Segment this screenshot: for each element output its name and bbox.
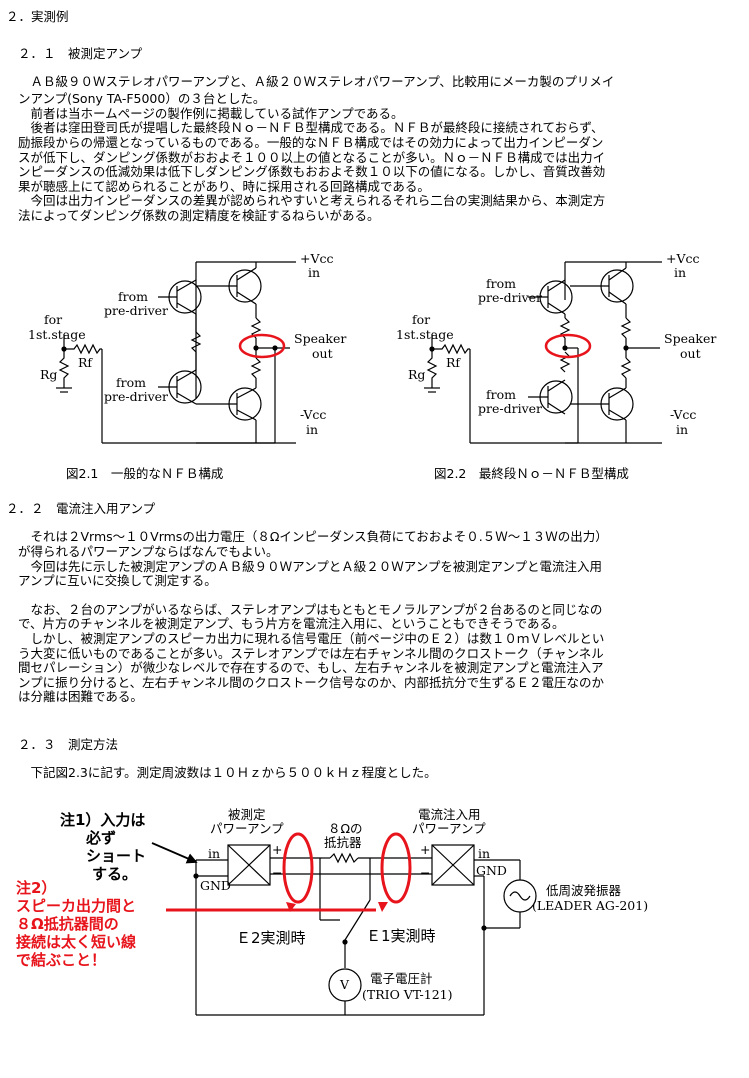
text-line: ＡＢ級９０Ｗステレオパワーアンプと、Ａ級２０Ｗステレオパワーアンプ、比較用にメー… bbox=[18, 74, 615, 89]
from-label: from bbox=[118, 289, 148, 304]
vcc-pos-in-label: in bbox=[674, 265, 687, 280]
input-label: in bbox=[208, 846, 221, 861]
e1-label: Ｅ1実測時 bbox=[366, 927, 436, 945]
vcc-pos-in-label: in bbox=[308, 265, 321, 280]
subsection-heading-2-2: ２．２ 電流注入用アンプ bbox=[6, 501, 156, 516]
gnd-label: GND bbox=[476, 863, 507, 878]
note-1-line: 注1）入力は bbox=[60, 811, 146, 829]
resistor-label: 抵抗器 bbox=[324, 835, 362, 850]
text-line: 果が聴感上にて認められることがあり、時に採用される回路構成である。 bbox=[18, 179, 430, 194]
note-1-line: 必ず bbox=[86, 829, 117, 847]
figure-2-1-circuit bbox=[56, 261, 296, 444]
text-line: 間セパレーション）が微少なレベルで存在するので、もし、左右チャンネルを被測定アン… bbox=[18, 660, 604, 675]
pre-driver-label: pre-driver bbox=[478, 290, 543, 305]
highlight-ellipse bbox=[544, 333, 592, 359]
vcc-neg-label: -Vcc bbox=[670, 407, 697, 422]
for-label: for bbox=[44, 312, 63, 327]
minus-label: − bbox=[272, 865, 283, 880]
highlight-ellipse bbox=[282, 832, 314, 904]
text-line: しかし、被測定アンプのスピーカ出力に現れる信号電圧（前ページ中のＥ２）は数１０ｍ… bbox=[18, 631, 605, 646]
rf-label: Rf bbox=[446, 355, 461, 370]
note-1-line: ショート bbox=[86, 847, 147, 865]
gnd-label: GND bbox=[200, 878, 231, 893]
highlight-ellipse bbox=[238, 333, 286, 359]
note-2-line: 注2） bbox=[16, 879, 57, 897]
from-label: from bbox=[116, 375, 146, 390]
speaker-label: Speaker bbox=[664, 331, 717, 346]
plus-label: + bbox=[272, 842, 283, 857]
dut-label: パワーアンプ bbox=[210, 821, 284, 836]
injection-amp-label: 電流注入用 bbox=[418, 807, 481, 822]
out-label: out bbox=[312, 346, 333, 361]
stage-label: 1st.stage bbox=[28, 327, 86, 342]
text-line: アンプに互いに交換して測定する。 bbox=[18, 573, 217, 588]
pre-driver-label: pre-driver bbox=[104, 303, 169, 318]
pre-driver-label: pre-driver bbox=[104, 389, 169, 404]
vcc-neg-in-label: in bbox=[676, 422, 689, 437]
subsection-heading-2-3: ２．３ 測定方法 bbox=[18, 737, 119, 752]
vcc-neg-label: -Vcc bbox=[300, 407, 327, 422]
text-line: は分離は困難である。 bbox=[18, 689, 143, 704]
text-line: スが低下し、ダンピング係数がおおよそ１００以上の値となることが多い。Ｎｏ－ＮＦＢ… bbox=[18, 150, 606, 165]
oscillator-model: (LEADER AG-201) bbox=[532, 898, 649, 913]
paragraph-2-3: 下記図2.3に記す。測定周波数は１０Ｈｚから５００ｋＨｚ程度とした。 bbox=[18, 765, 437, 780]
rg-label: Rg bbox=[40, 367, 58, 382]
voltmeter-model: (TRIO VT-121) bbox=[362, 987, 453, 1002]
speaker-label: Speaker bbox=[294, 331, 347, 346]
pre-driver-label: pre-driver bbox=[478, 401, 543, 416]
section-heading: ２．実測例 bbox=[6, 9, 69, 24]
text-line: が得られるパワーアンプならばなんでもよい。 bbox=[18, 544, 279, 559]
from-label: from bbox=[486, 387, 516, 402]
vcc-pos-label: +Vcc bbox=[666, 251, 700, 266]
note-2-line: スピーカ出力間と bbox=[16, 897, 137, 915]
figure-2-2-circuit bbox=[424, 261, 662, 444]
note-2-line: で結ぶこと！ bbox=[16, 951, 107, 969]
text-line: ンプに振り分けると、左右チャンネル間のクロストーク信号なのか、内部抵抗分で生ずる… bbox=[18, 675, 605, 690]
stage-label: 1st.stage bbox=[396, 327, 454, 342]
text-line: う大変に低いものであることが多い。ステレオアンプでは左右チャンネル間のクロストー… bbox=[18, 646, 604, 661]
subsection-heading-2-1: ２．１ 被測定アンプ bbox=[18, 46, 143, 61]
dut-label: 被測定 bbox=[228, 807, 266, 822]
for-label: for bbox=[412, 312, 431, 327]
figure-caption: 図2.2 最終段Ｎｏ－ＮＦＢ型構成 bbox=[434, 466, 629, 481]
highlight-ellipse bbox=[380, 832, 412, 904]
text-line: なお、２台のアンプがいるならば、ステレオアンプはもともとモノラルアンプが２台ある… bbox=[18, 602, 603, 617]
vcc-neg-in-label: in bbox=[306, 422, 319, 437]
voltmeter-label: 電子電圧計 bbox=[370, 971, 433, 986]
note-1-line: する。 bbox=[92, 865, 138, 883]
voltmeter-symbol: V bbox=[340, 977, 350, 992]
rg-label: Rg bbox=[408, 367, 426, 382]
text-line: 法によってダンピング係数の測定精度を検証するねらいがある。 bbox=[18, 208, 380, 223]
text-line: で、片方のチャンネルを被測定アンプ、もう片方を電流注入用に、ということもできそう… bbox=[18, 616, 565, 631]
e2-label: Ｅ2実測時 bbox=[236, 929, 306, 947]
note-2-line: 接続は太く短い線 bbox=[16, 933, 137, 951]
oscillator-label: 低周波発振器 bbox=[546, 883, 622, 898]
note-2-line: ８Ω抵抗器間の bbox=[16, 915, 119, 933]
text-line: 励振段からの帰還となっているものである。一般的なＮＦＢ構成ではその効力によって出… bbox=[18, 135, 604, 150]
text-line: 今回は先に示した被測定アンプのＡＢ級９０ＷアンプとＡ級２０Ｗアンプを被測定アンプ… bbox=[18, 559, 603, 574]
figure-caption: 図2.1 一般的なＮＦＢ構成 bbox=[66, 466, 224, 481]
rf-label: Rf bbox=[78, 355, 93, 370]
resistor-label: ８Ωの bbox=[328, 821, 363, 836]
from-label: from bbox=[486, 276, 516, 291]
text-line: 前者は当ホームページの製作例に掲載している試作アンプである。 bbox=[18, 106, 404, 121]
text-line: ンピーダンスの低減効果は低下しダンピング係数もおおよそ数１０以下の値になる。しか… bbox=[18, 164, 606, 179]
text-line: 後者は窪田登司氏が提唱した最終段Ｎｏ－ＮＦＢ型構成である。ＮＦＢが最終段に接続さ… bbox=[18, 120, 604, 135]
vcc-pos-label: +Vcc bbox=[300, 251, 334, 266]
plus-label: + bbox=[420, 842, 431, 857]
text-line: ンアンプ(Sony TA-F5000）の３台とした。 bbox=[18, 91, 266, 106]
minus-label: − bbox=[420, 865, 431, 880]
injection-amp-label: パワーアンプ bbox=[412, 821, 486, 836]
text-line: それは２Vrms～１０Vrmsの出力電圧（８Ωインピーダンス負荷にておおよそ０.… bbox=[18, 529, 608, 544]
text-line: 今回は出力インピーダンスの差異が認められやすいと考えられるそれら二台の実測結果か… bbox=[18, 193, 606, 208]
out-label: out bbox=[680, 346, 701, 361]
input-label: in bbox=[478, 846, 491, 861]
